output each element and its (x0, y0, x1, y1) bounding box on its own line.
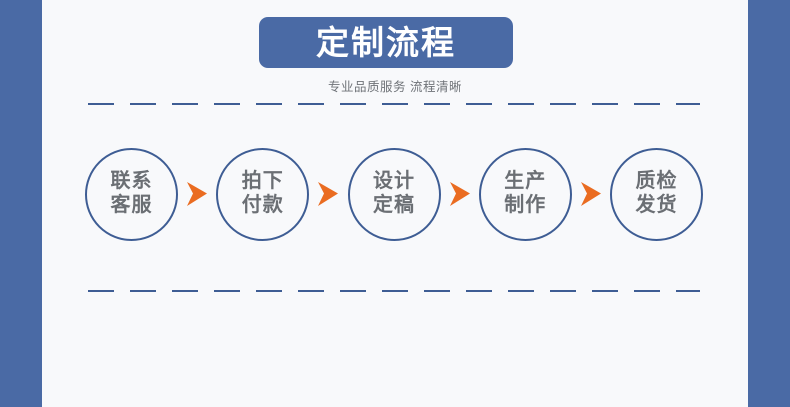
page-title: 定制流程 (316, 24, 456, 61)
title-banner: 定制流程 (259, 17, 513, 68)
flow-step-5-line2: 发货 (635, 194, 678, 216)
flow-step-3-line2: 定稿 (373, 194, 415, 216)
process-flow-row: 联系 客服 拍下 付款 设计 定稿 生产 制作 (85, 146, 703, 242)
flow-step-3-line1: 设计 (373, 170, 415, 193)
flow-step-2: 拍下 付款 (216, 147, 310, 241)
right-color-band (748, 0, 790, 407)
flow-step-4-line2: 制作 (504, 194, 547, 216)
flow-step-2-line2: 付款 (241, 194, 284, 216)
flow-step-1-line1: 联系 (110, 170, 153, 193)
flow-step-1: 联系 客服 (85, 147, 178, 241)
page-subtitle: 专业品质服务 流程清晰 (328, 80, 462, 94)
flow-step-4: 生产 制作 (478, 147, 572, 241)
dashed-divider-top (88, 103, 700, 105)
chevron-right-icon (447, 179, 473, 209)
flow-step-2-line1: 拍下 (241, 170, 284, 193)
flow-step-4-line1: 生产 (504, 170, 547, 193)
chevron-right-icon (184, 179, 210, 209)
flow-step-3: 设计 定稿 (347, 147, 441, 241)
dashed-divider-bottom (88, 290, 700, 292)
chevron-right-icon (315, 179, 341, 209)
chevron-right-icon (578, 179, 604, 209)
flow-step-1-line2: 客服 (110, 194, 153, 216)
flow-step-5-line1: 质检 (635, 170, 678, 193)
flow-step-5: 质检 发货 (610, 147, 703, 241)
left-color-band (0, 0, 42, 407)
